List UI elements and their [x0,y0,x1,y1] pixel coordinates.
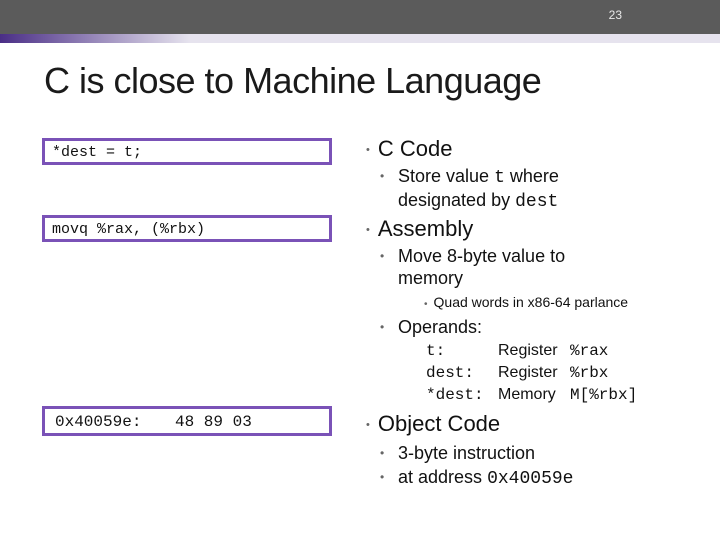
operand-name: *dest: [426,386,484,404]
bullet-assembly-sub2: • Operands: [380,316,483,338]
bullet-c-code: • C Code [366,136,452,162]
c-code-text: *dest = t; [52,144,143,161]
operand-row: *dest: Memory M[%rbx] [426,384,637,406]
operand-row: dest: Register %rbx [426,362,637,384]
bullet-dot: • [366,144,370,156]
bullet-object-sub2: • at address 0x40059e [380,466,573,490]
bullet-assembly-detail: • Quad words in x86-64 parlance [424,294,628,310]
operand-row: t: Register %rax [426,340,637,362]
c-code-sub-line2: designated by dest [398,189,559,213]
operands-heading: Operands: [398,317,483,337]
c-code-sub-var2: dest [515,192,559,212]
accent-gradient [0,34,190,43]
c-code-sub-var: t [494,168,505,188]
bullet-assembly-sub1: • Move 8-byte value to memory [380,245,566,289]
c-code-sub-prefix: Store value [398,166,495,186]
bullet-dot: • [366,224,370,236]
assembly-detail-text: Quad words in x86-64 parlance [433,294,629,310]
bullet-c-code-sub: • Store value t where designated by dest [380,165,559,213]
bullet-object-sub1: • 3-byte instruction [380,442,536,464]
bullet-assembly: • Assembly [366,216,473,242]
slide-number: 23 [608,8,622,22]
operand-name: dest: [426,364,475,382]
object-sub2-line: at address 0x40059e [398,466,573,490]
bullet-dot: • [366,419,370,431]
object-code-box: 0x40059e: 48 89 03 [42,406,332,436]
assembly-text: movq %rax, (%rbx) [52,221,206,238]
bullet-assembly-heading: Assembly [377,216,474,241]
operand-name: t: [426,342,446,360]
bullet-dot: • [380,169,385,183]
c-code-sub-line1: Store value t where [398,165,559,189]
object-sub2-value: 0x40059e [487,469,574,489]
bullet-dot: • [380,249,385,263]
operand-value: %rax [570,342,609,360]
bullet-object-code: • Object Code [366,411,500,437]
bullet-dot: • [424,299,428,310]
c-code-box: *dest = t; [42,138,332,165]
bullet-dot: • [380,446,385,460]
assembly-box: movq %rax, (%rbx) [42,215,332,242]
operand-kind: Memory [498,386,556,403]
operands-table: t: Register %rax dest: Register %rbx *de… [426,340,637,406]
bullet-object-code-heading: Object Code [377,411,501,436]
bullet-dot: • [380,320,385,334]
slide-title: C is close to Machine Language [44,60,542,101]
operand-value: M[%rbx] [570,386,638,404]
accent-stripe [0,34,720,43]
bullet-c-code-heading: C Code [377,136,453,161]
object-address: 0x40059e: [55,413,142,431]
assembly-sub1-line1: Move 8-byte value to [398,246,566,266]
operand-kind: Register [498,342,558,359]
object-bytes: 48 89 03 [175,413,252,431]
c-code-sub-line2-text: designated by [398,190,516,210]
operand-value: %rbx [570,364,609,382]
object-sub2-prefix: at address [398,467,488,487]
bullet-dot: • [380,470,385,484]
operand-kind: Register [498,364,558,381]
top-bar: 23 [0,0,720,34]
object-sub1-text: 3-byte instruction [398,443,536,463]
assembly-sub1-line2: memory [398,268,464,288]
c-code-sub-middle: where [504,166,559,186]
